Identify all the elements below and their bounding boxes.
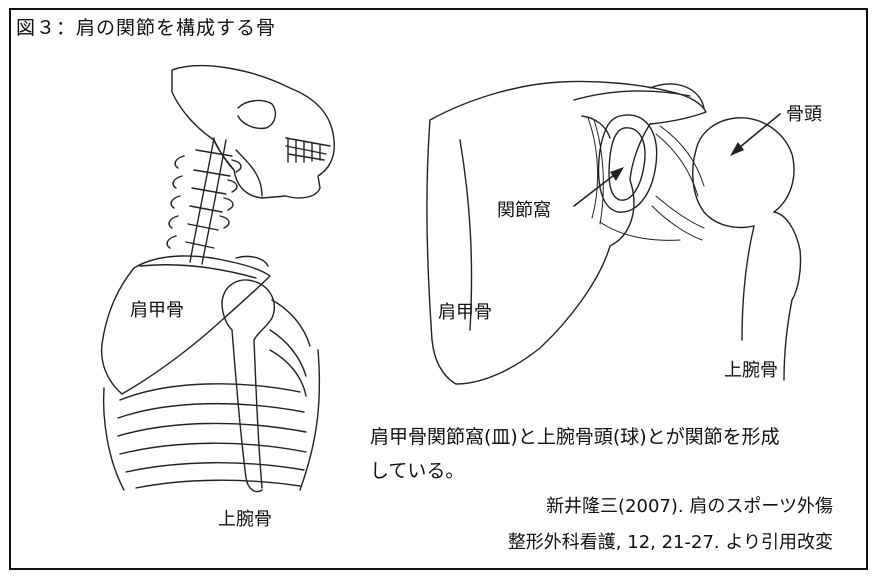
- humeral-head-label: 骨頭: [786, 104, 822, 125]
- head-arrowhead-icon: [730, 142, 744, 156]
- left-humerus-label: 上腕骨: [218, 509, 272, 530]
- fossa-arrowhead-icon: [610, 167, 624, 181]
- glenoid-fossa-label: 関節窩: [497, 200, 551, 221]
- ribcage-drawing: [102, 299, 321, 491]
- right-humerus-label: 上腕骨: [724, 360, 778, 381]
- spine-drawing: [166, 137, 242, 265]
- joint-capsule-drawing: [587, 117, 705, 241]
- figure-frame: [9, 8, 868, 570]
- source-line-1: 新井隆三(2007). 肩のスポーツ外傷: [546, 496, 833, 517]
- leader-arrows: [573, 113, 781, 207]
- caption-line-1: 肩甲骨関節窩(皿)と上腕骨頭(球)とが関節を形成: [370, 426, 780, 448]
- caption-line-2: している。: [370, 460, 465, 482]
- left-humerus-drawing: [221, 279, 275, 493]
- glenoid-fossa-drawing: [597, 114, 658, 213]
- right-humerus-drawing: [692, 117, 802, 381]
- skull-drawing: [171, 65, 335, 199]
- right-scapula-label: 肩甲骨: [438, 302, 492, 323]
- source-line-2: 整形外科看護, 12, 21-27. より引用改変: [507, 532, 833, 553]
- left-scapula-drawing: [100, 255, 271, 395]
- left-scapula-label: 肩甲骨: [130, 300, 184, 321]
- figure-caption: 肩甲骨関節窩(皿)と上腕骨頭(球)とが関節を形成 している。: [370, 420, 840, 488]
- figure-title: 図３：肩の関節を構成する骨: [16, 17, 277, 39]
- right-scapula-drawing: [426, 80, 707, 385]
